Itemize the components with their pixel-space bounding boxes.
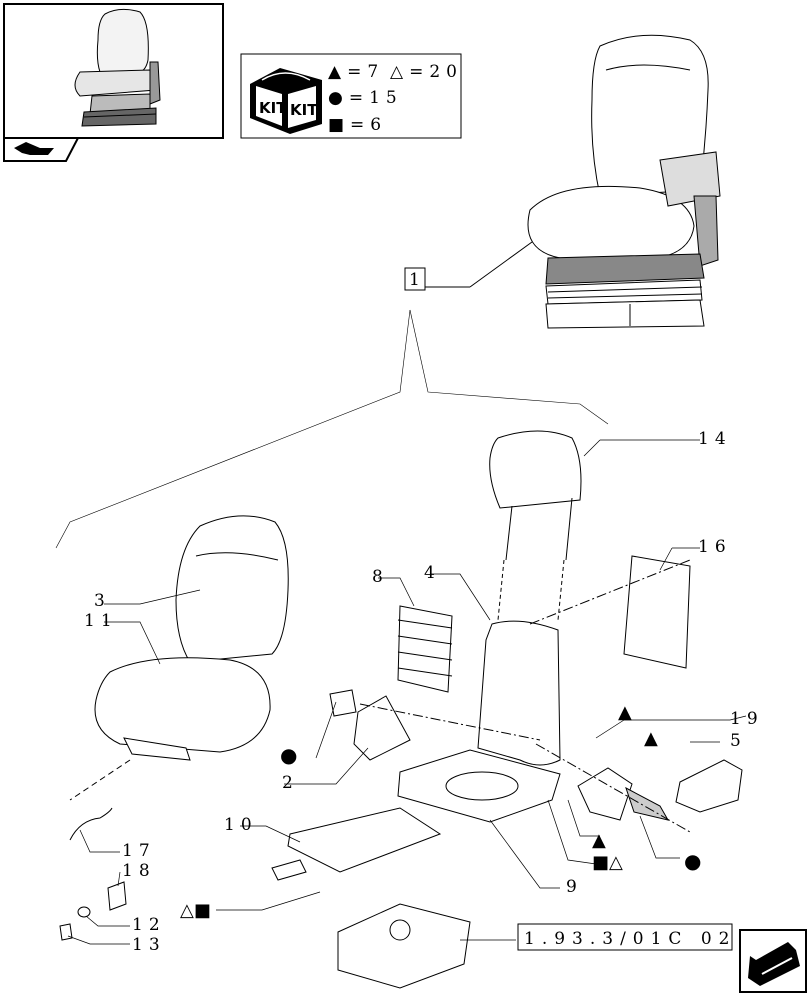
exploded-parts — [59, 430, 743, 989]
kit-box-icon: KIT KIT — [250, 68, 322, 134]
thumbnail-seat-drawing — [74, 8, 161, 127]
kit-label-left: KIT — [259, 99, 287, 117]
part-label-12: 12 — [132, 915, 166, 935]
legend-triangle-outline: △=20 — [390, 62, 463, 82]
back-arrow-button[interactable] — [3, 137, 80, 162]
part-2-bracket — [353, 695, 411, 761]
part-10-seat-pan — [287, 807, 442, 873]
part-3-backrest — [175, 515, 289, 663]
kit-label-right: KIT — [290, 101, 318, 119]
kit-symbol-near-19-b: ▲ — [644, 728, 658, 749]
part-label-16: 16 — [698, 537, 732, 557]
part-label-19: 19 — [730, 709, 764, 729]
part-9-base-frame — [397, 749, 561, 823]
next-page-button[interactable] — [739, 929, 807, 993]
part-16-rear-panel — [623, 555, 691, 669]
assembly-callout-number: 1 — [409, 270, 426, 290]
kit-symbol-near-12: △■ — [180, 900, 211, 921]
part-8-lumbar — [397, 605, 453, 693]
part-label-9: 9 — [566, 877, 583, 897]
part-label-11: 11 — [84, 611, 118, 631]
part-labels: 3 11 14 4 8 16 19 5 2 10 9 17 18 12 13 — [84, 429, 764, 955]
back-arrow-icon — [14, 142, 54, 155]
part-5-armrest — [675, 759, 743, 813]
part-label-2: 2 — [282, 773, 299, 793]
legend-circle-filled: ●=15 — [328, 88, 403, 108]
legend-square-filled: ■=6 — [328, 115, 387, 135]
part-12-plug — [77, 906, 91, 918]
kit-symbol-near-19-a: ▲ — [618, 702, 632, 723]
part-label-14: 14 — [698, 429, 732, 449]
part-label-18: 18 — [122, 861, 156, 881]
part-label-17: 17 — [122, 841, 156, 861]
kit-symbol-near-2: ● — [280, 743, 297, 767]
swivel-base-plate — [337, 903, 471, 989]
part-label-13: 13 — [132, 935, 166, 955]
thumbnail-panel[interactable] — [3, 3, 224, 139]
kit-legend: KIT KIT ▲=7 △=20 ●=15 ■=6 — [240, 53, 463, 139]
reference-code-box: 1.93.3/01C 02 — [517, 923, 736, 951]
part-14-headrest — [489, 430, 582, 509]
part-label-10: 10 — [224, 815, 258, 835]
part-label-5: 5 — [730, 731, 747, 751]
part-13-clip — [59, 923, 73, 941]
part-11-cushion — [94, 657, 271, 753]
part-4-back-frame — [477, 620, 561, 766]
part-17-cable — [69, 807, 113, 841]
part-18-cap — [107, 881, 127, 911]
explosion-lines — [55, 309, 609, 549]
kit-symbol-near-9: ■△ — [592, 852, 623, 873]
leader-lines — [67, 439, 747, 945]
legend-triangle-filled: ▲=7 — [328, 62, 384, 82]
reference-code: 1.93.3/01C 02 — [524, 929, 736, 949]
part-label-3: 3 — [94, 591, 111, 611]
kit-symbol-near-19-c: ▲ — [592, 830, 606, 851]
kit-symbols: ● △■ ■△ ▲ ▲ ▲ ● — [180, 702, 701, 921]
next-arrow-icon — [748, 942, 800, 986]
part-label-4: 4 — [424, 563, 441, 583]
kit-symbol-near-buckle: ● — [684, 849, 701, 873]
assembled-seat-drawing — [527, 34, 721, 329]
part-19-hinge — [577, 767, 633, 821]
assembly-callout[interactable]: 1 — [404, 241, 533, 291]
part-label-8: 8 — [372, 567, 389, 587]
